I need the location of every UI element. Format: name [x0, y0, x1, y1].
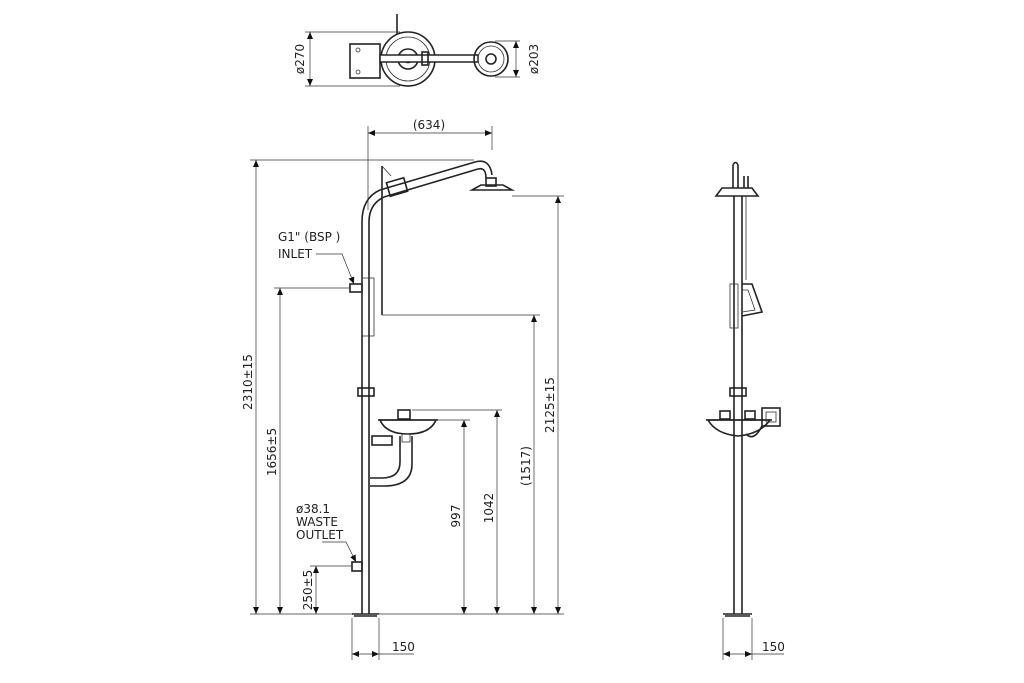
- side-shower-head: [714, 187, 760, 197]
- dim-1656-label: 1656±5: [265, 428, 279, 476]
- waste-outlet: [351, 561, 363, 572]
- inlet-label-line2: INLET: [278, 247, 313, 261]
- dim-250-label: 250±5: [301, 570, 315, 611]
- dim-2125-label: 2125±15: [543, 377, 557, 433]
- dim-150-front-label: 150: [392, 640, 415, 654]
- dim-2310-label: 2310±15: [241, 354, 255, 410]
- side-push-valve: [761, 407, 781, 427]
- top-view-shower-head: [473, 41, 509, 77]
- shower-arm: [379, 161, 476, 191]
- dim-634-label: (634): [413, 118, 445, 132]
- inlet-fitting: [349, 283, 363, 293]
- dim-1517-label: (1517): [519, 446, 533, 486]
- top-view: ø270 ø203: [293, 14, 541, 87]
- waste-label-line3: OUTLET: [296, 528, 344, 542]
- dim-270-label: ø270: [293, 44, 307, 74]
- side-pull-handle: [741, 283, 764, 317]
- dim-203-label: ø203: [527, 44, 541, 74]
- waste-label-line2: WASTE: [296, 515, 338, 529]
- side-view: 150: [706, 161, 785, 660]
- waste-label-line1: ø38.1: [296, 502, 330, 516]
- inlet-label-line1: G1" (BSP ): [278, 230, 340, 244]
- dim-1042-label: 1042: [482, 493, 496, 524]
- side-eye-bowl: [706, 419, 772, 437]
- dim-150-side-label: 150: [762, 640, 785, 654]
- dim-997-label: 997: [449, 505, 463, 528]
- front-view: (634) 2310±15 1656±5 250±5 G1" (BSP ) IN…: [241, 118, 564, 660]
- wall-bracket: [349, 43, 381, 79]
- eye-bowl: [378, 419, 438, 435]
- shower-head: [468, 184, 516, 191]
